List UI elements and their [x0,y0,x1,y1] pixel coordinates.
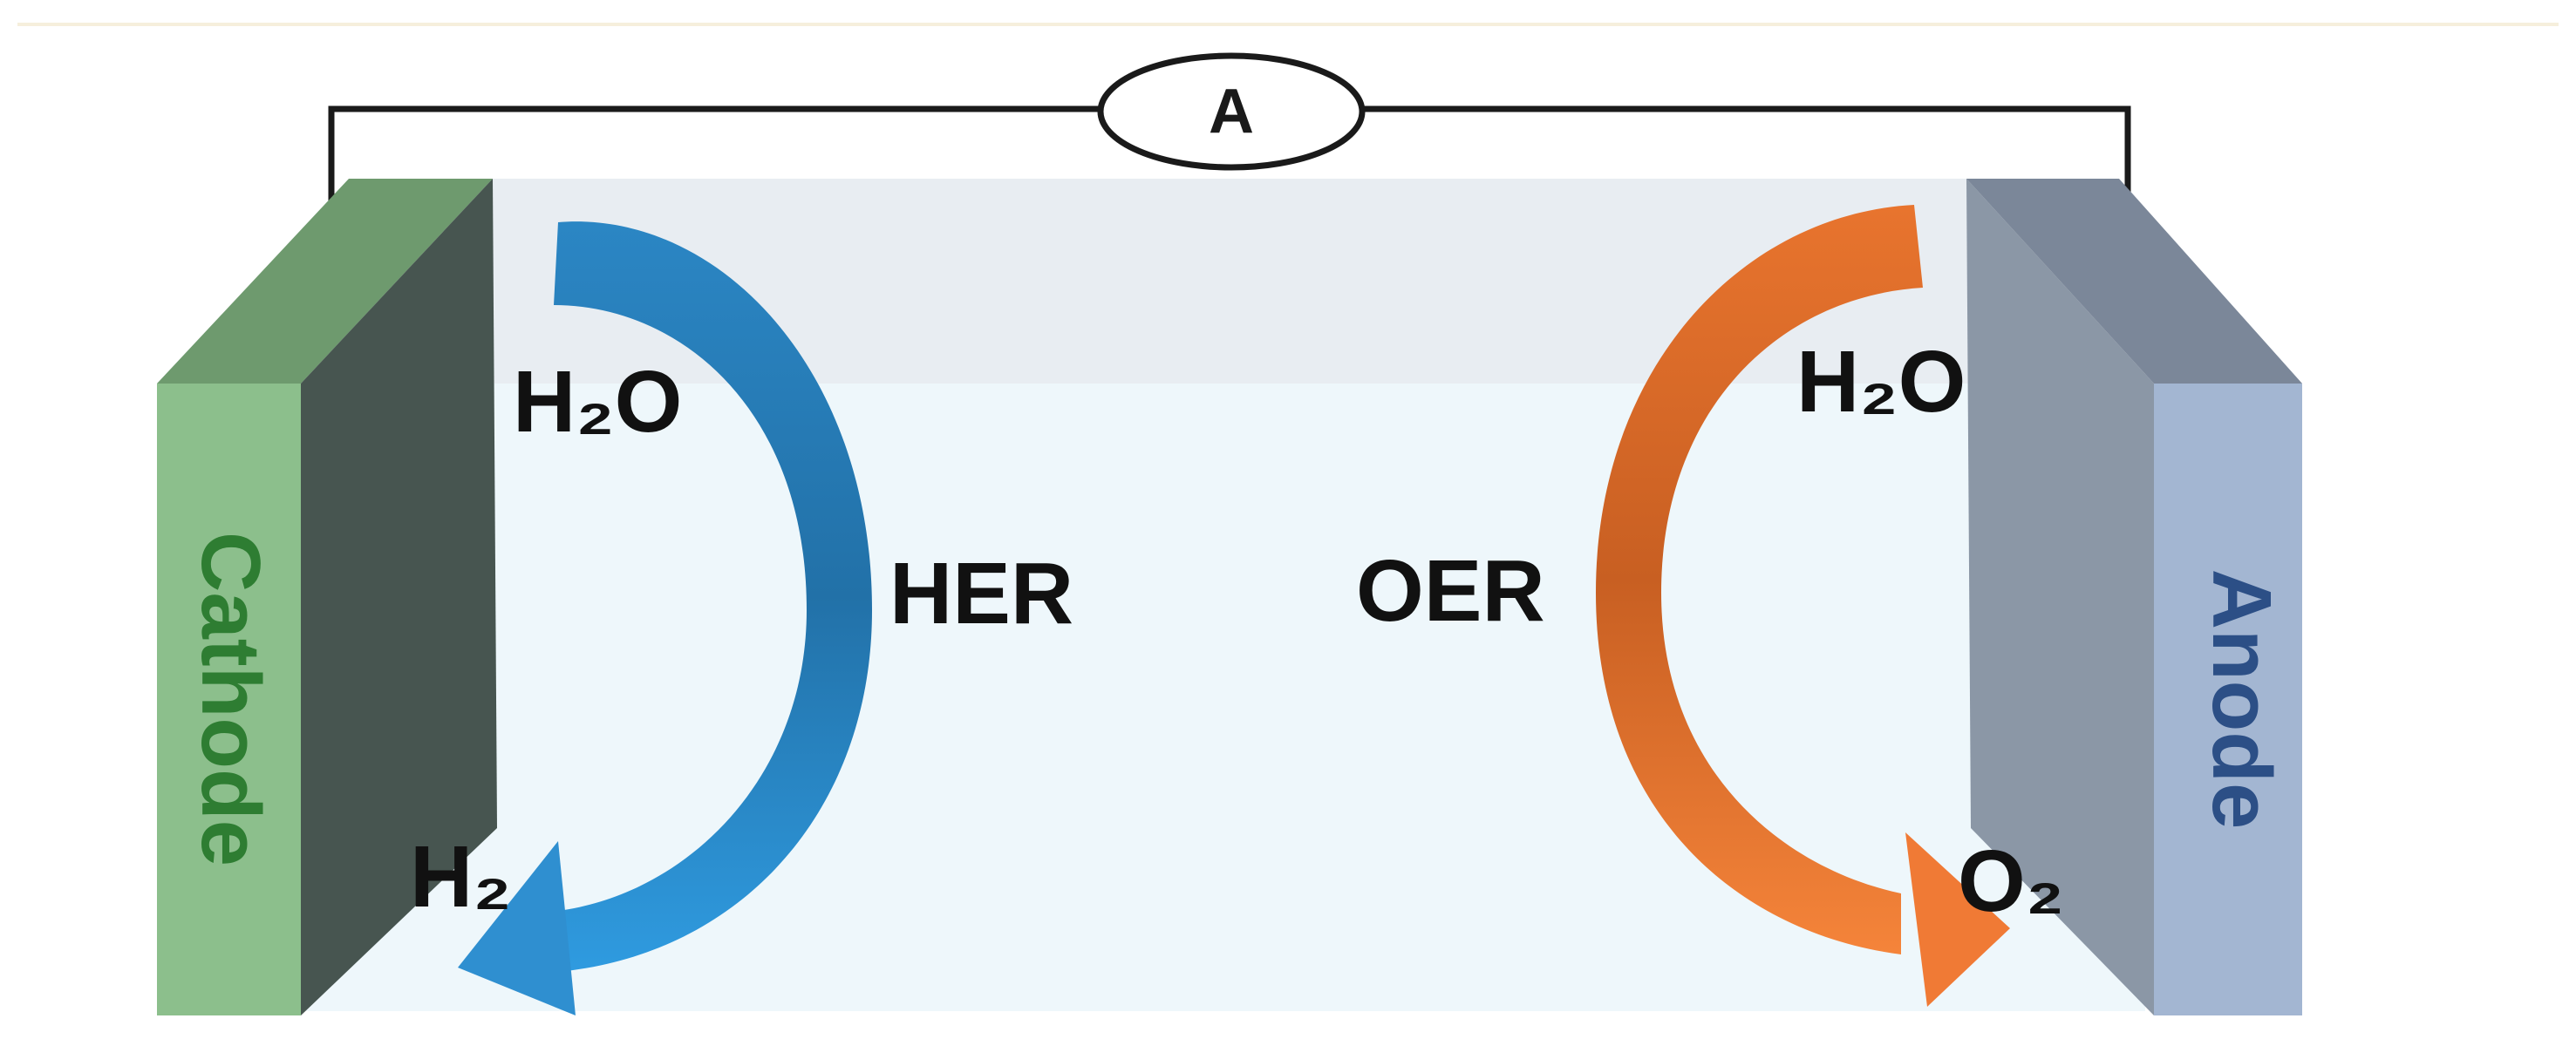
anode-product-text: O₂ [1958,832,2064,930]
anode-label: Anode [2195,569,2288,830]
her-arrow [458,221,872,1015]
cathode-reactant-label: H₂O [513,353,682,451]
anode-electrode: Anode [1966,179,2302,1015]
cathode-face [157,384,301,1015]
ammeter-label: A [1209,77,1254,146]
cathode-electrode: Cathode [157,179,497,1015]
anode-face [2154,384,2302,1015]
her-label: HER [889,545,1073,642]
oer-arrow-body [1596,205,1923,954]
her-arrowhead [458,841,576,1015]
reaction-labels: H₂O HER H₂ H₂O OER O₂ [410,333,2064,930]
oer-label: OER [1356,542,1545,640]
external-circuit: A [328,52,2131,266]
cathode-reactant-text: H₂O [513,353,682,451]
cathode-product-text: H₂ [410,828,512,926]
cathode-product-label: H₂ [410,828,512,926]
anode-product-label: O₂ [1958,832,2064,930]
anode-side [1966,179,2154,1015]
cathode-top [157,179,493,384]
cathode-label: Cathode [184,532,277,866]
cathode-side [301,179,497,1015]
anode-top [1966,179,2302,384]
oer-arrowhead [1905,832,2010,1007]
anode-reactant-text: H₂O [1796,333,1966,431]
ammeter [1097,52,1366,171]
her-arrow-body [554,221,872,972]
oer-arrow [1596,205,2010,1007]
anode-reactant-label: H₂O [1796,333,1966,431]
